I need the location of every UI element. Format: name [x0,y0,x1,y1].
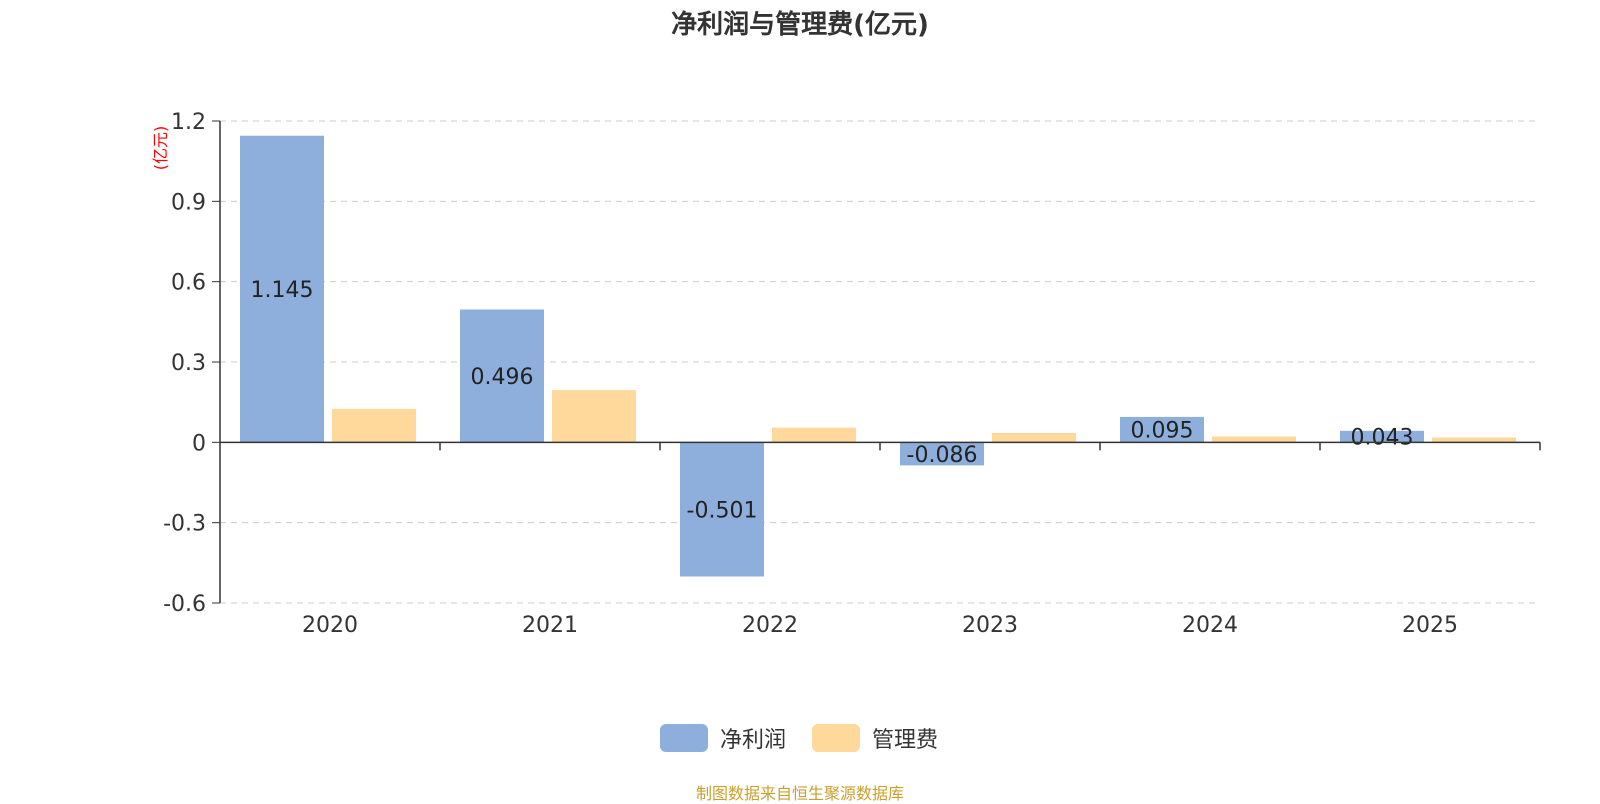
bar-net-profit [1120,416,1204,443]
bar-admin-expense [332,408,416,443]
x-tick-label: 2020 [302,613,358,638]
y-tick-label: 0.3 [171,351,206,376]
bar-net-profit [900,442,984,466]
legend-label-net-profit: 净利润 [720,728,787,753]
data-label: -0.501 [687,498,758,523]
source-note: 制图数据来自恒生聚源数据库 [695,784,904,803]
y-tick-label: 0.9 [171,190,206,215]
bar-admin-expense [1212,436,1296,443]
bar-admin-expense [772,427,856,443]
y-tick-label: 1.2 [171,110,206,135]
x-tick-label: 2025 [1402,613,1458,638]
bar-net-profit [680,442,764,577]
data-label: -0.086 [907,443,978,468]
legend-swatch-net-profit [660,724,708,752]
y-tick-label: 0 [192,431,206,456]
bar-admin-expense [1432,437,1516,443]
data-label: 0.496 [471,365,534,390]
bar-net-profit [1340,430,1424,443]
bar-admin-expense [552,390,636,443]
y-tick-label: -0.3 [163,512,206,537]
y-axis-unit-label: (亿元) [151,126,170,171]
chart-title: 净利润与管理费(亿元) [671,10,929,40]
legend-label-admin-expense: 管理费 [872,728,939,753]
x-tick-label: 2022 [742,613,798,638]
bar-admin-expense [992,432,1076,443]
y-tick-label: 0.6 [171,271,206,296]
data-label: 0.043 [1351,426,1414,451]
data-label: 0.095 [1131,419,1194,444]
legend-swatch-admin-expense [812,724,860,752]
x-tick-label: 2024 [1182,613,1238,638]
bar-net-profit [460,309,544,443]
x-tick-label: 2023 [962,613,1018,638]
data-label: 1.145 [251,278,314,303]
legend-item-net-profit[interactable]: 净利润 [660,724,787,753]
bar-net-profit [240,135,324,443]
y-tick-label: -0.6 [163,592,206,617]
legend-item-admin-expense[interactable]: 管理费 [812,724,939,753]
x-tick-label: 2021 [522,613,578,638]
